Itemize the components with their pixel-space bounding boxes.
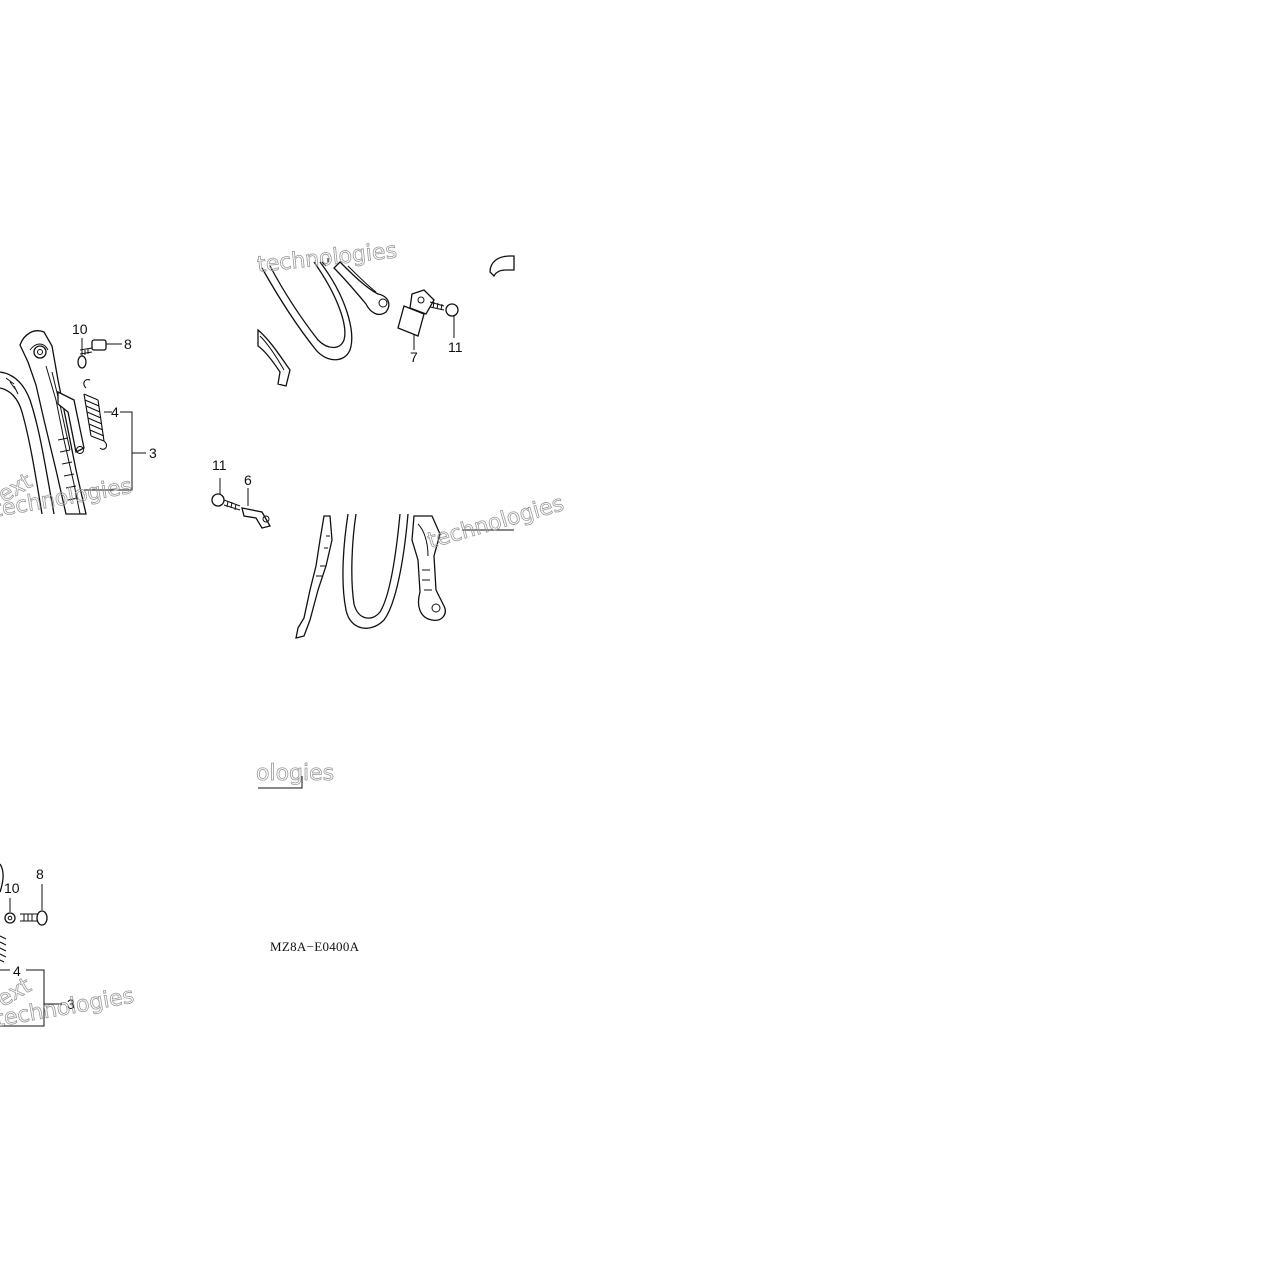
watermark: ologies xyxy=(256,761,334,786)
callout-3: 3 xyxy=(149,445,157,461)
callout-8: 8 xyxy=(36,866,44,882)
callout-10: 10 xyxy=(72,321,88,337)
washer-10-top xyxy=(77,355,87,369)
bolt-8-top xyxy=(79,339,107,355)
guide-plate-7 xyxy=(397,289,435,337)
callout-4: 4 xyxy=(13,963,21,979)
bolt-8-bottom xyxy=(20,910,48,926)
callout-10: 10 xyxy=(4,880,20,896)
cam-chain-assembly-middle: 11 6 technologies xyxy=(211,457,567,639)
callout-3: 3 xyxy=(67,996,75,1012)
tensioner-assembly-bottom-left: 10 8 4 3 ext technologies xyxy=(0,863,136,1033)
part-code: MZ8A−E0400A xyxy=(270,939,360,954)
callout-7: 7 xyxy=(410,349,418,365)
callout-4: 4 xyxy=(111,404,119,420)
label-fragment: ologies xyxy=(256,761,335,789)
clip-6 xyxy=(241,507,271,529)
callout-11: 11 xyxy=(212,457,227,473)
cam-chain-assembly-top: 7 11 technologies xyxy=(256,238,515,387)
bolt-11-top xyxy=(429,301,459,317)
washer-10-bottom xyxy=(4,912,16,924)
tensioner-assembly-top-left: 10 8 4 3 ext technologies xyxy=(0,321,157,523)
bolt-11-middle xyxy=(211,493,241,511)
callout-6: 6 xyxy=(244,472,252,488)
callout-8: 8 xyxy=(124,336,132,352)
callout-11: 11 xyxy=(448,339,463,355)
watermark: technologies xyxy=(425,491,567,554)
tension-spring-top xyxy=(83,379,108,450)
